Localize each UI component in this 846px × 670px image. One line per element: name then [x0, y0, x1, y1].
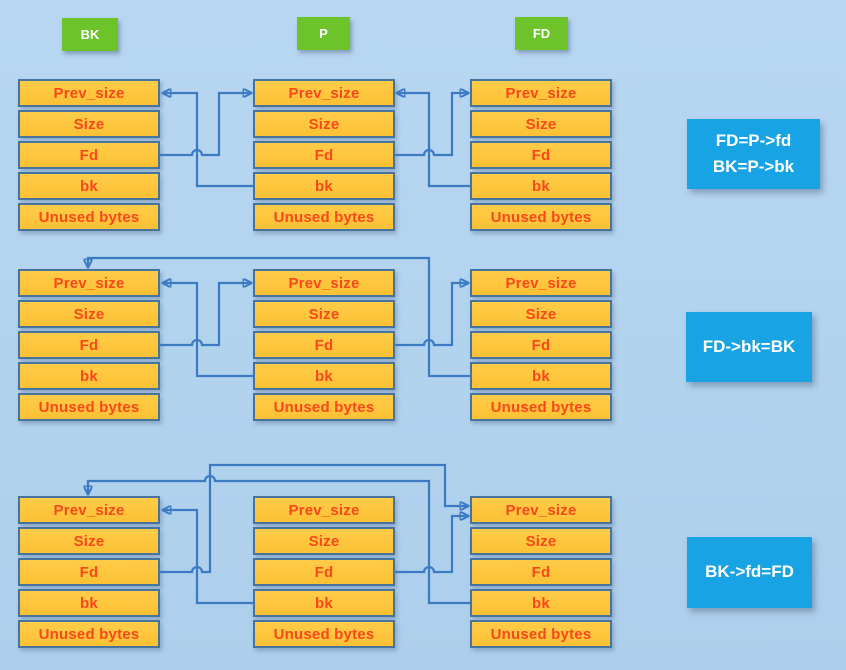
chunk-field-size: Size [470, 110, 612, 138]
chunk-field-size: Size [18, 300, 160, 328]
chunk-field-size: Size [253, 110, 395, 138]
arrow-p-bk-to-bk-step2 [163, 283, 253, 378]
chunk-field-prev-size: Prev_size [470, 79, 612, 107]
chunk-field-size: Size [18, 527, 160, 555]
chunk-field-fd: Fd [470, 331, 612, 359]
chunk-field-fd: Fd [253, 558, 395, 586]
label-fd: FD [515, 17, 568, 50]
chunk-field-bk: bk [253, 589, 395, 617]
chunk-field-prev-size: Prev_size [253, 496, 395, 524]
chunk-field-unused-bytes: Unused bytes [253, 393, 395, 421]
chunk-field-fd: Fd [470, 558, 612, 586]
label-bk: BK [62, 18, 118, 51]
chunk-field-bk: bk [18, 172, 160, 200]
arrow-bk-fd-to-p-step2 [160, 283, 251, 347]
chunk-field-size: Size [253, 300, 395, 328]
note-step2: FD->bk=BK [686, 312, 812, 382]
chunk-field-fd: Fd [18, 141, 160, 169]
chunk-field-fd: Fd [253, 331, 395, 359]
chunk-field-bk: bk [470, 172, 612, 200]
chunk-field-fd: Fd [18, 331, 160, 359]
chunk-field-prev-size: Prev_size [470, 496, 612, 524]
chunk-field-unused-bytes: Unused bytes [18, 620, 160, 648]
chunk-field-unused-bytes: Unused bytes [18, 203, 160, 231]
chunk-field-prev-size: Prev_size [253, 79, 395, 107]
chunk-field-prev-size: Prev_size [18, 79, 160, 107]
chunk-field-unused-bytes: Unused bytes [470, 620, 612, 648]
chunk-field-bk: bk [18, 362, 160, 390]
arrow-p-bk-to-bk-step1 [163, 93, 253, 188]
chunk-field-prev-size: Prev_size [18, 269, 160, 297]
label-p: P [297, 17, 350, 50]
chunk-field-unused-bytes: Unused bytes [470, 393, 612, 421]
chunk-field-unused-bytes: Unused bytes [18, 393, 160, 421]
chunk-field-size: Size [470, 300, 612, 328]
chunk-field-bk: bk [253, 172, 395, 200]
chunk-field-fd: Fd [18, 558, 160, 586]
note-line: FD=P->fd [715, 130, 792, 150]
chunk-field-prev-size: Prev_size [470, 269, 612, 297]
note-line: BK=P->bk [712, 157, 795, 176]
note-line: BK->fd=FD [705, 562, 794, 582]
chunk-field-bk: bk [470, 362, 612, 390]
arrow-bk-fd-to-p-step1 [160, 93, 251, 157]
note-line: FD->bk=BK [702, 336, 796, 356]
chunk-field-fd: Fd [253, 141, 395, 169]
chunk-field-size: Size [470, 527, 612, 555]
arrow-p-bk-to-bk-step3 [163, 510, 253, 605]
chunk-field-prev-size: Prev_size [18, 496, 160, 524]
chunk-field-unused-bytes: Unused bytes [253, 620, 395, 648]
arrow-p-fd-to-fd-step2 [394, 283, 468, 347]
chunk-field-bk: bk [470, 589, 612, 617]
note-step3: BK->fd=FD [687, 537, 812, 608]
chunk-field-prev-size: Prev_size [253, 269, 395, 297]
chunk-field-bk: bk [253, 362, 395, 390]
note-step1: FD=P->fd BK=P->bk [687, 119, 820, 189]
arrow-p-fd-to-fd-step3 [394, 516, 468, 574]
chunk-field-unused-bytes: Unused bytes [470, 203, 612, 231]
chunk-field-fd: Fd [470, 141, 612, 169]
chunk-field-unused-bytes: Unused bytes [253, 203, 395, 231]
arrow-p-fd-to-fd-step1 [394, 93, 468, 157]
chunk-field-size: Size [253, 527, 395, 555]
chunk-field-bk: bk [18, 589, 160, 617]
arrow-fd-bk-to-p-step1 [397, 93, 470, 188]
chunk-field-size: Size [18, 110, 160, 138]
